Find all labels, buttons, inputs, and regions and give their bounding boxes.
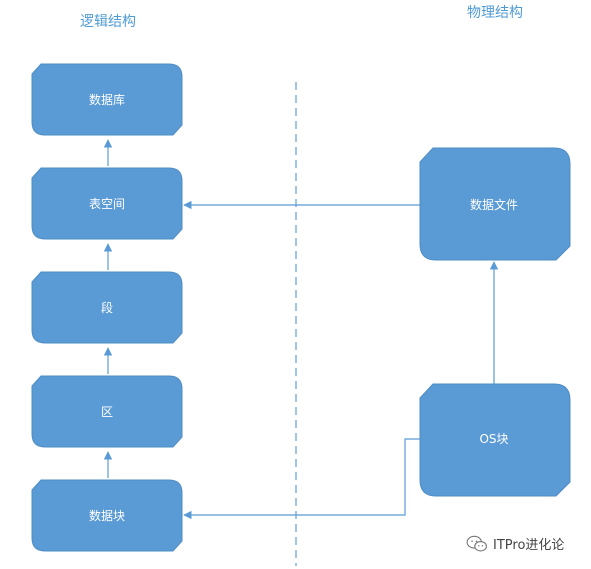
watermark: ITPro进化论 xyxy=(466,534,564,553)
logical-structure-title: 逻辑结构 xyxy=(80,14,136,30)
node-segment-label: 段 xyxy=(101,300,113,315)
wechat-icon xyxy=(466,535,487,551)
node-data-block: 数据块 xyxy=(31,479,183,552)
node-data-block-label: 数据块 xyxy=(89,508,125,523)
node-segment: 段 xyxy=(31,271,183,344)
arrow-osblock-to-datablock xyxy=(183,438,420,520)
node-tablespace: 表空间 xyxy=(31,167,183,240)
node-tablespace-label: 表空间 xyxy=(89,197,125,211)
node-data-file-label: 数据文件 xyxy=(470,197,518,212)
node-extent: 区 xyxy=(31,375,183,448)
node-os-block-label: OS块 xyxy=(479,432,508,446)
node-data-file: 数据文件 xyxy=(419,147,571,261)
watermark-text: ITPro进化论 xyxy=(493,538,565,553)
node-database-label: 数据库 xyxy=(89,92,125,107)
node-os-block: OS块 xyxy=(419,383,571,497)
physical-structure-title: 物理结构 xyxy=(467,5,523,21)
node-database: 数据库 xyxy=(31,63,183,136)
node-extent-label: 区 xyxy=(101,405,113,419)
